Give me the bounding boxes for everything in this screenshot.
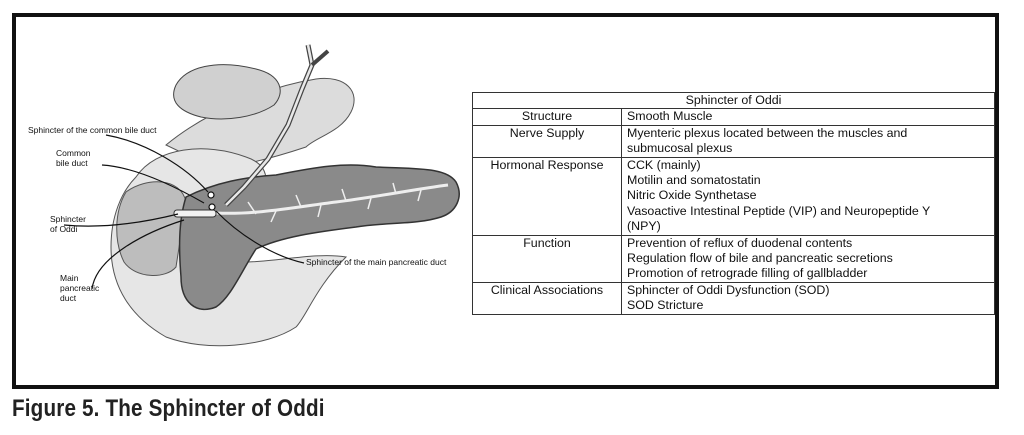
value-line: Regulation flow of bile and pancreatic s… [627, 251, 893, 266]
value-line: SOD Stricture [627, 298, 704, 313]
row-label: Function [472, 234, 622, 283]
ampulla-shape [173, 209, 217, 218]
label-common-bile-duct-1: Common [56, 148, 91, 158]
row-value: Sphincter of Oddi Dysfunction (SOD) SOD … [621, 281, 995, 315]
duodenum-shape [116, 181, 187, 276]
leader-main-pancreatic [91, 219, 185, 290]
leader-sphincter-cbd [105, 134, 209, 193]
row-label: Structure [472, 108, 622, 126]
label-sphincter-common-bile-duct: Sphincter of the common bile duct [28, 125, 157, 135]
pancreas-shape [178, 164, 460, 311]
row-label: Hormonal Response [472, 156, 622, 236]
figure-caption: Figure 5. The Sphincter of Oddi [12, 395, 325, 422]
value-line: Promotion of retrograde filling of gallb… [627, 266, 868, 281]
label-main-pancreatic-duct-1: Main [60, 273, 79, 283]
value-line: Motilin and somatostatin [627, 173, 761, 188]
label-main-pancreatic-duct-2: pancreatic [60, 283, 100, 293]
row-label: Nerve Supply [472, 124, 622, 158]
label-common-bile-duct-2: bile duct [56, 158, 88, 168]
leader-sphincter-mpd [215, 210, 305, 264]
row-value: Prevention of reflux of duodenal content… [621, 234, 995, 283]
value-line: Sphincter of Oddi Dysfunction (SOD) [627, 282, 830, 297]
value-line: Smooth Muscle [627, 109, 713, 124]
table-row: Function Prevention of reflux of duodena… [472, 234, 995, 283]
label-main-pancreatic-duct-3: duct [60, 293, 77, 303]
value-line: CCK (mainly) [627, 157, 701, 172]
row-value: CCK (mainly) Motilin and somatostatin Ni… [621, 156, 995, 236]
anatomy-diagram: Sphincter of the common bile duct Common… [28, 44, 460, 347]
row-value: Smooth Muscle [621, 108, 995, 126]
hepatic-branch [310, 49, 330, 67]
value-line: Nitric Oxide Synthetase [627, 188, 757, 203]
label-sphincter-main-pancreatic-duct: Sphincter of the main pancreatic duct [306, 257, 447, 267]
leader-common-bile-duct [101, 164, 205, 204]
table-title-row: Sphincter of Oddi [472, 91, 995, 110]
label-sphincter-of-oddi-1: Sphincter [50, 214, 86, 224]
table-row: Clinical Associations Sphincter of Oddi … [472, 281, 995, 315]
value-line: submucosal plexus [627, 141, 733, 156]
sphincter-cbd-dot [207, 191, 215, 199]
pancreatic-duct-branches [247, 182, 422, 223]
value-line: Prevention of reflux of duodenal content… [627, 235, 853, 250]
table-row: Structure Smooth Muscle [472, 108, 995, 126]
value-line: (NPY) [627, 219, 661, 234]
gallbladder-shape [173, 64, 281, 120]
sphincter-mpd-dot [208, 203, 216, 211]
row-label: Clinical Associations [472, 281, 622, 315]
table-row: Hormonal Response CCK (mainly) Motilin a… [472, 156, 995, 236]
table-title: Sphincter of Oddi [472, 91, 995, 110]
leader-sphincter-oddi [63, 213, 179, 227]
pancreatic-duct-shape [215, 183, 449, 215]
value-line: Vasoactive Intestinal Peptide (VIP) and … [627, 203, 931, 218]
sphincter-table: Sphincter of Oddi Structure Smooth Muscl… [472, 91, 995, 315]
value-line: Myenteric plexus located between the mus… [627, 125, 908, 140]
table-row: Nerve Supply Myenteric plexus located be… [472, 124, 995, 158]
row-value: Myenteric plexus located between the mus… [621, 124, 995, 158]
label-sphincter-of-oddi-2: of Oddi [50, 224, 78, 234]
